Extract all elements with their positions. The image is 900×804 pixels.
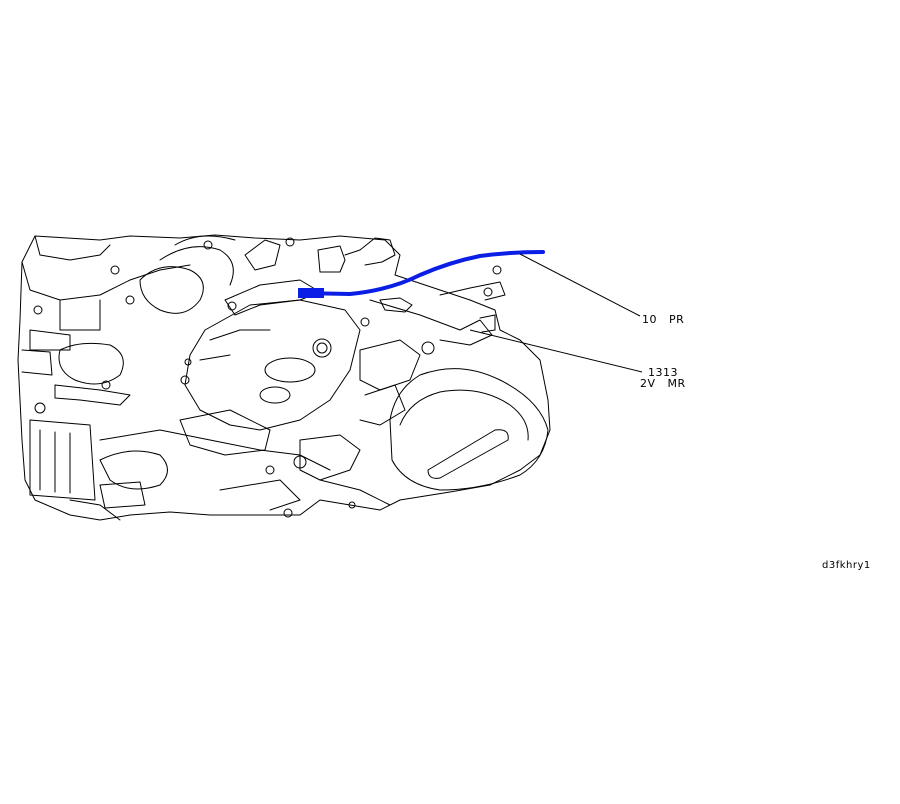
harness-connector: [298, 288, 324, 298]
figure-code: d3fkhry1: [822, 560, 871, 571]
callout-top-label: 10 PR: [642, 313, 685, 326]
callout-bottom-line1: 1313: [648, 366, 678, 379]
leader-line-top: [519, 253, 641, 317]
leader-line-bottom: [469, 329, 643, 373]
valve-cover: [184, 299, 361, 431]
transaxle-housing: [389, 368, 549, 491]
engine-outline: [17, 234, 551, 521]
callout-bottom-line2: 2V MR: [640, 377, 686, 390]
wiring-harness: [298, 250, 545, 297]
